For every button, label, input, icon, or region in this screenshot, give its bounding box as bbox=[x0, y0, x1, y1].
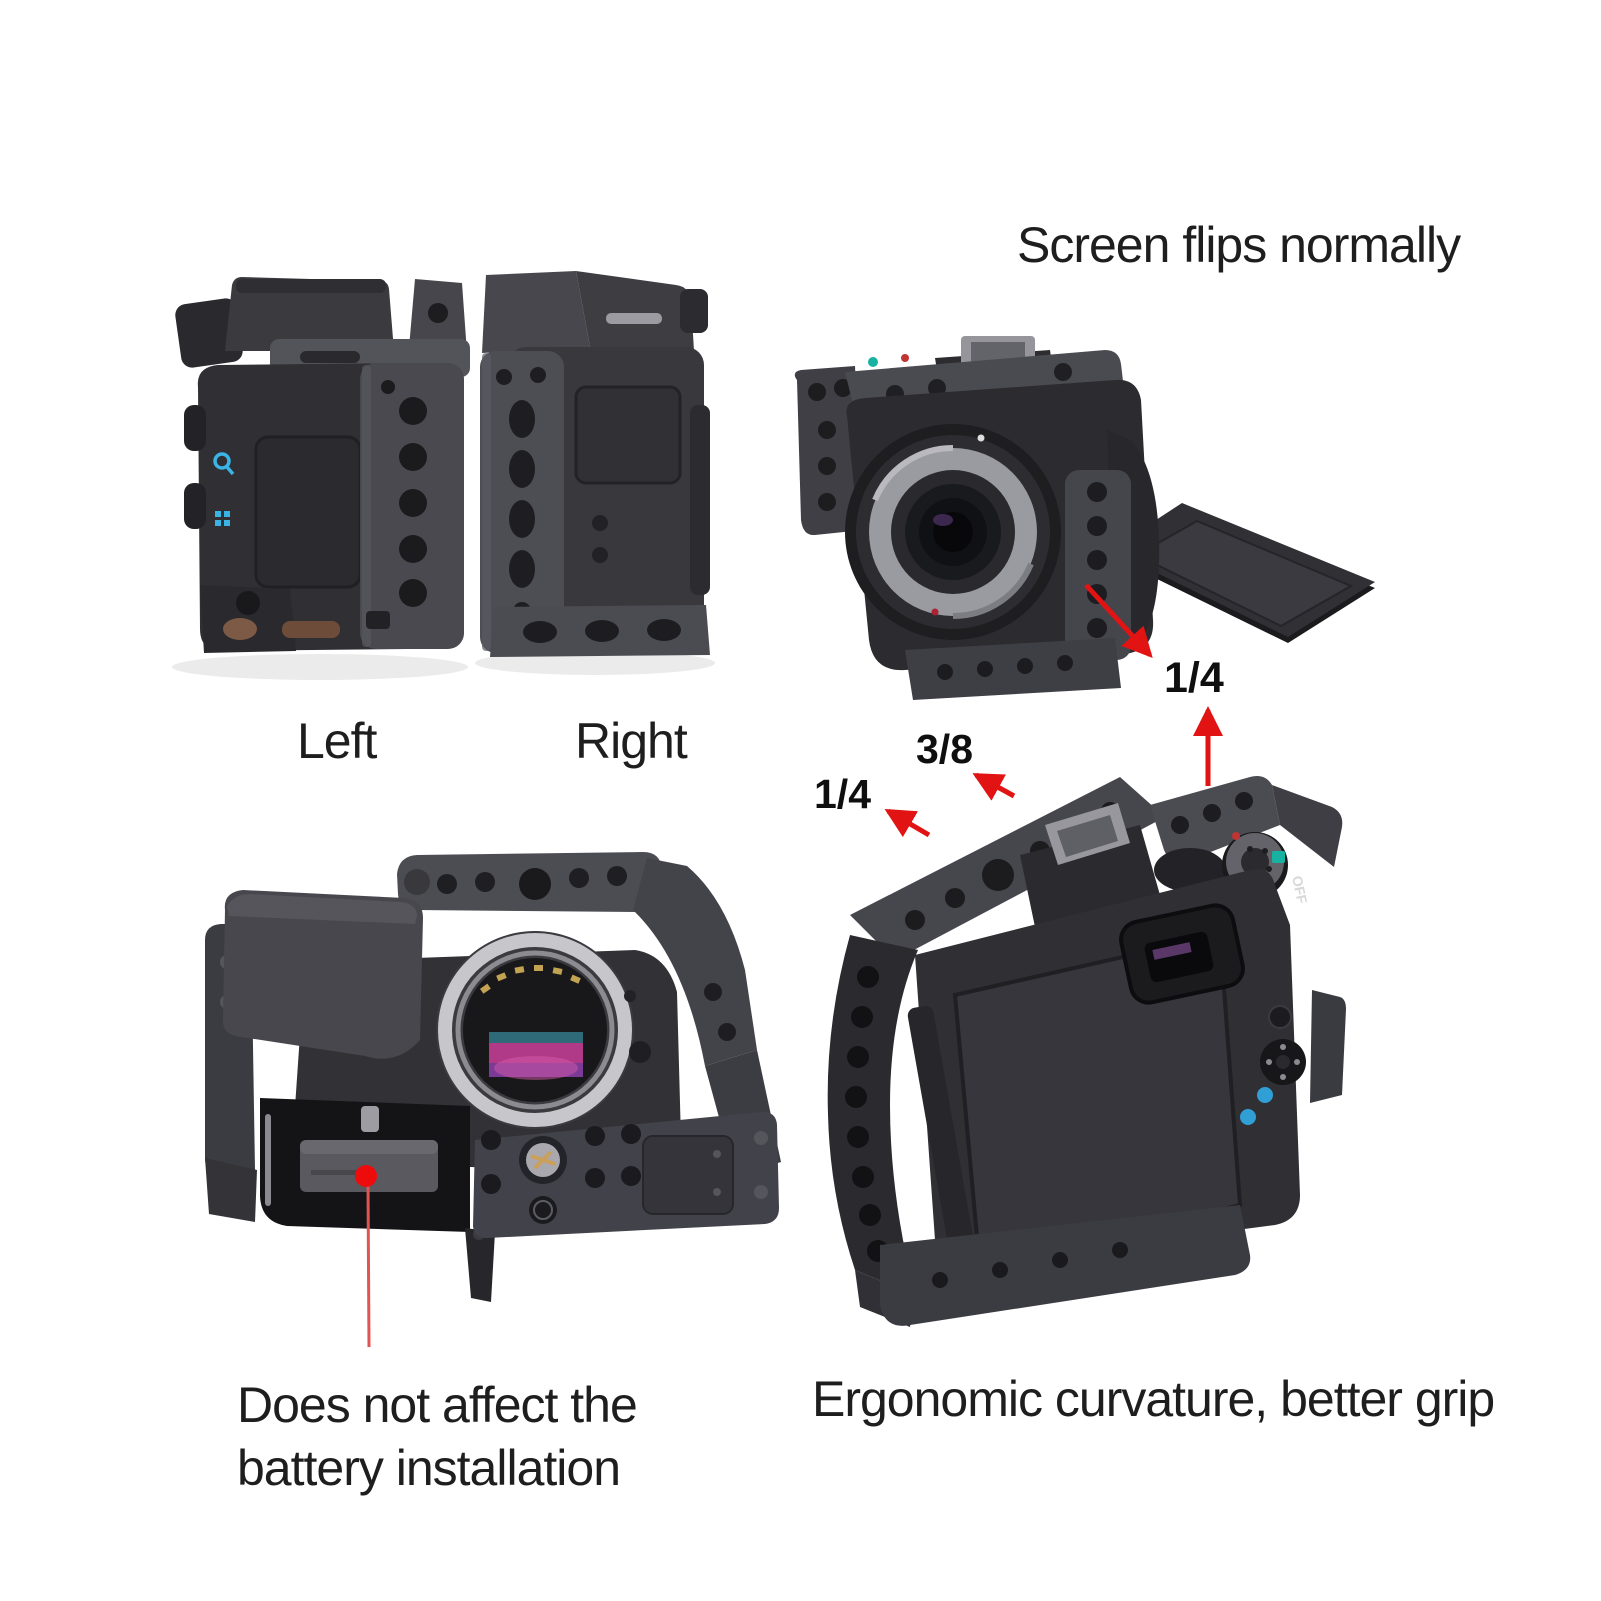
focus-points-icon bbox=[215, 511, 230, 526]
eyecup bbox=[1119, 903, 1245, 1005]
three-eighth-hole bbox=[982, 859, 1014, 891]
camera-back bbox=[907, 869, 1346, 1273]
right-view-label: Right bbox=[575, 713, 688, 769]
battery-door-open bbox=[465, 1228, 495, 1302]
photo-screen-flip bbox=[794, 336, 1375, 700]
zoom-icon bbox=[213, 452, 235, 476]
playback-button-blue bbox=[1257, 1087, 1273, 1103]
battery-caption-line2: battery installation bbox=[237, 1440, 621, 1496]
lens-mount bbox=[436, 931, 651, 1129]
base-plate bbox=[473, 1111, 779, 1238]
three-eighth-inch-thread-label: 3/8 bbox=[916, 726, 973, 772]
battery-caption: Does not affect the battery installation bbox=[237, 1374, 638, 1500]
photo-rear-grip: OFF bbox=[827, 776, 1346, 1327]
grip-block bbox=[222, 890, 423, 1059]
battery-latch bbox=[361, 1106, 379, 1132]
quarter-inch-thread-label-side: 1/4 bbox=[814, 771, 871, 817]
image-sensor bbox=[489, 1032, 583, 1080]
ergonomic-caption: Ergonomic curvature, better grip bbox=[812, 1371, 1495, 1427]
control-buttons bbox=[1240, 1005, 1306, 1125]
mode-dial-off-label: OFF bbox=[1289, 874, 1311, 905]
lens-barrel bbox=[845, 424, 1061, 640]
side-door bbox=[254, 435, 362, 589]
menu-button-blue bbox=[1240, 1109, 1256, 1125]
battery-compartment bbox=[260, 1098, 495, 1302]
left-view-label: Left bbox=[297, 713, 377, 769]
top-handle bbox=[397, 852, 662, 912]
record-dot bbox=[1232, 832, 1240, 840]
cage-left-side-view bbox=[172, 277, 470, 680]
base-plate bbox=[880, 1205, 1251, 1326]
cage-right-side-view bbox=[475, 271, 715, 675]
photo-battery-access bbox=[205, 852, 781, 1302]
red-dot bbox=[901, 354, 909, 362]
bottom-grip bbox=[200, 585, 296, 653]
side-door bbox=[574, 385, 682, 485]
photo-cage-side-views bbox=[172, 271, 715, 680]
video-mode-mark bbox=[1272, 851, 1285, 863]
screen-flip-caption: Screen flips normally bbox=[1017, 217, 1461, 273]
quarter-inch-thread-label-top: 1/4 bbox=[1164, 654, 1224, 702]
teal-dot bbox=[868, 357, 878, 367]
battery-caption-line1: Does not affect the bbox=[237, 1377, 638, 1433]
bottom-rail bbox=[905, 638, 1121, 700]
top-corner-plate bbox=[1150, 776, 1343, 867]
